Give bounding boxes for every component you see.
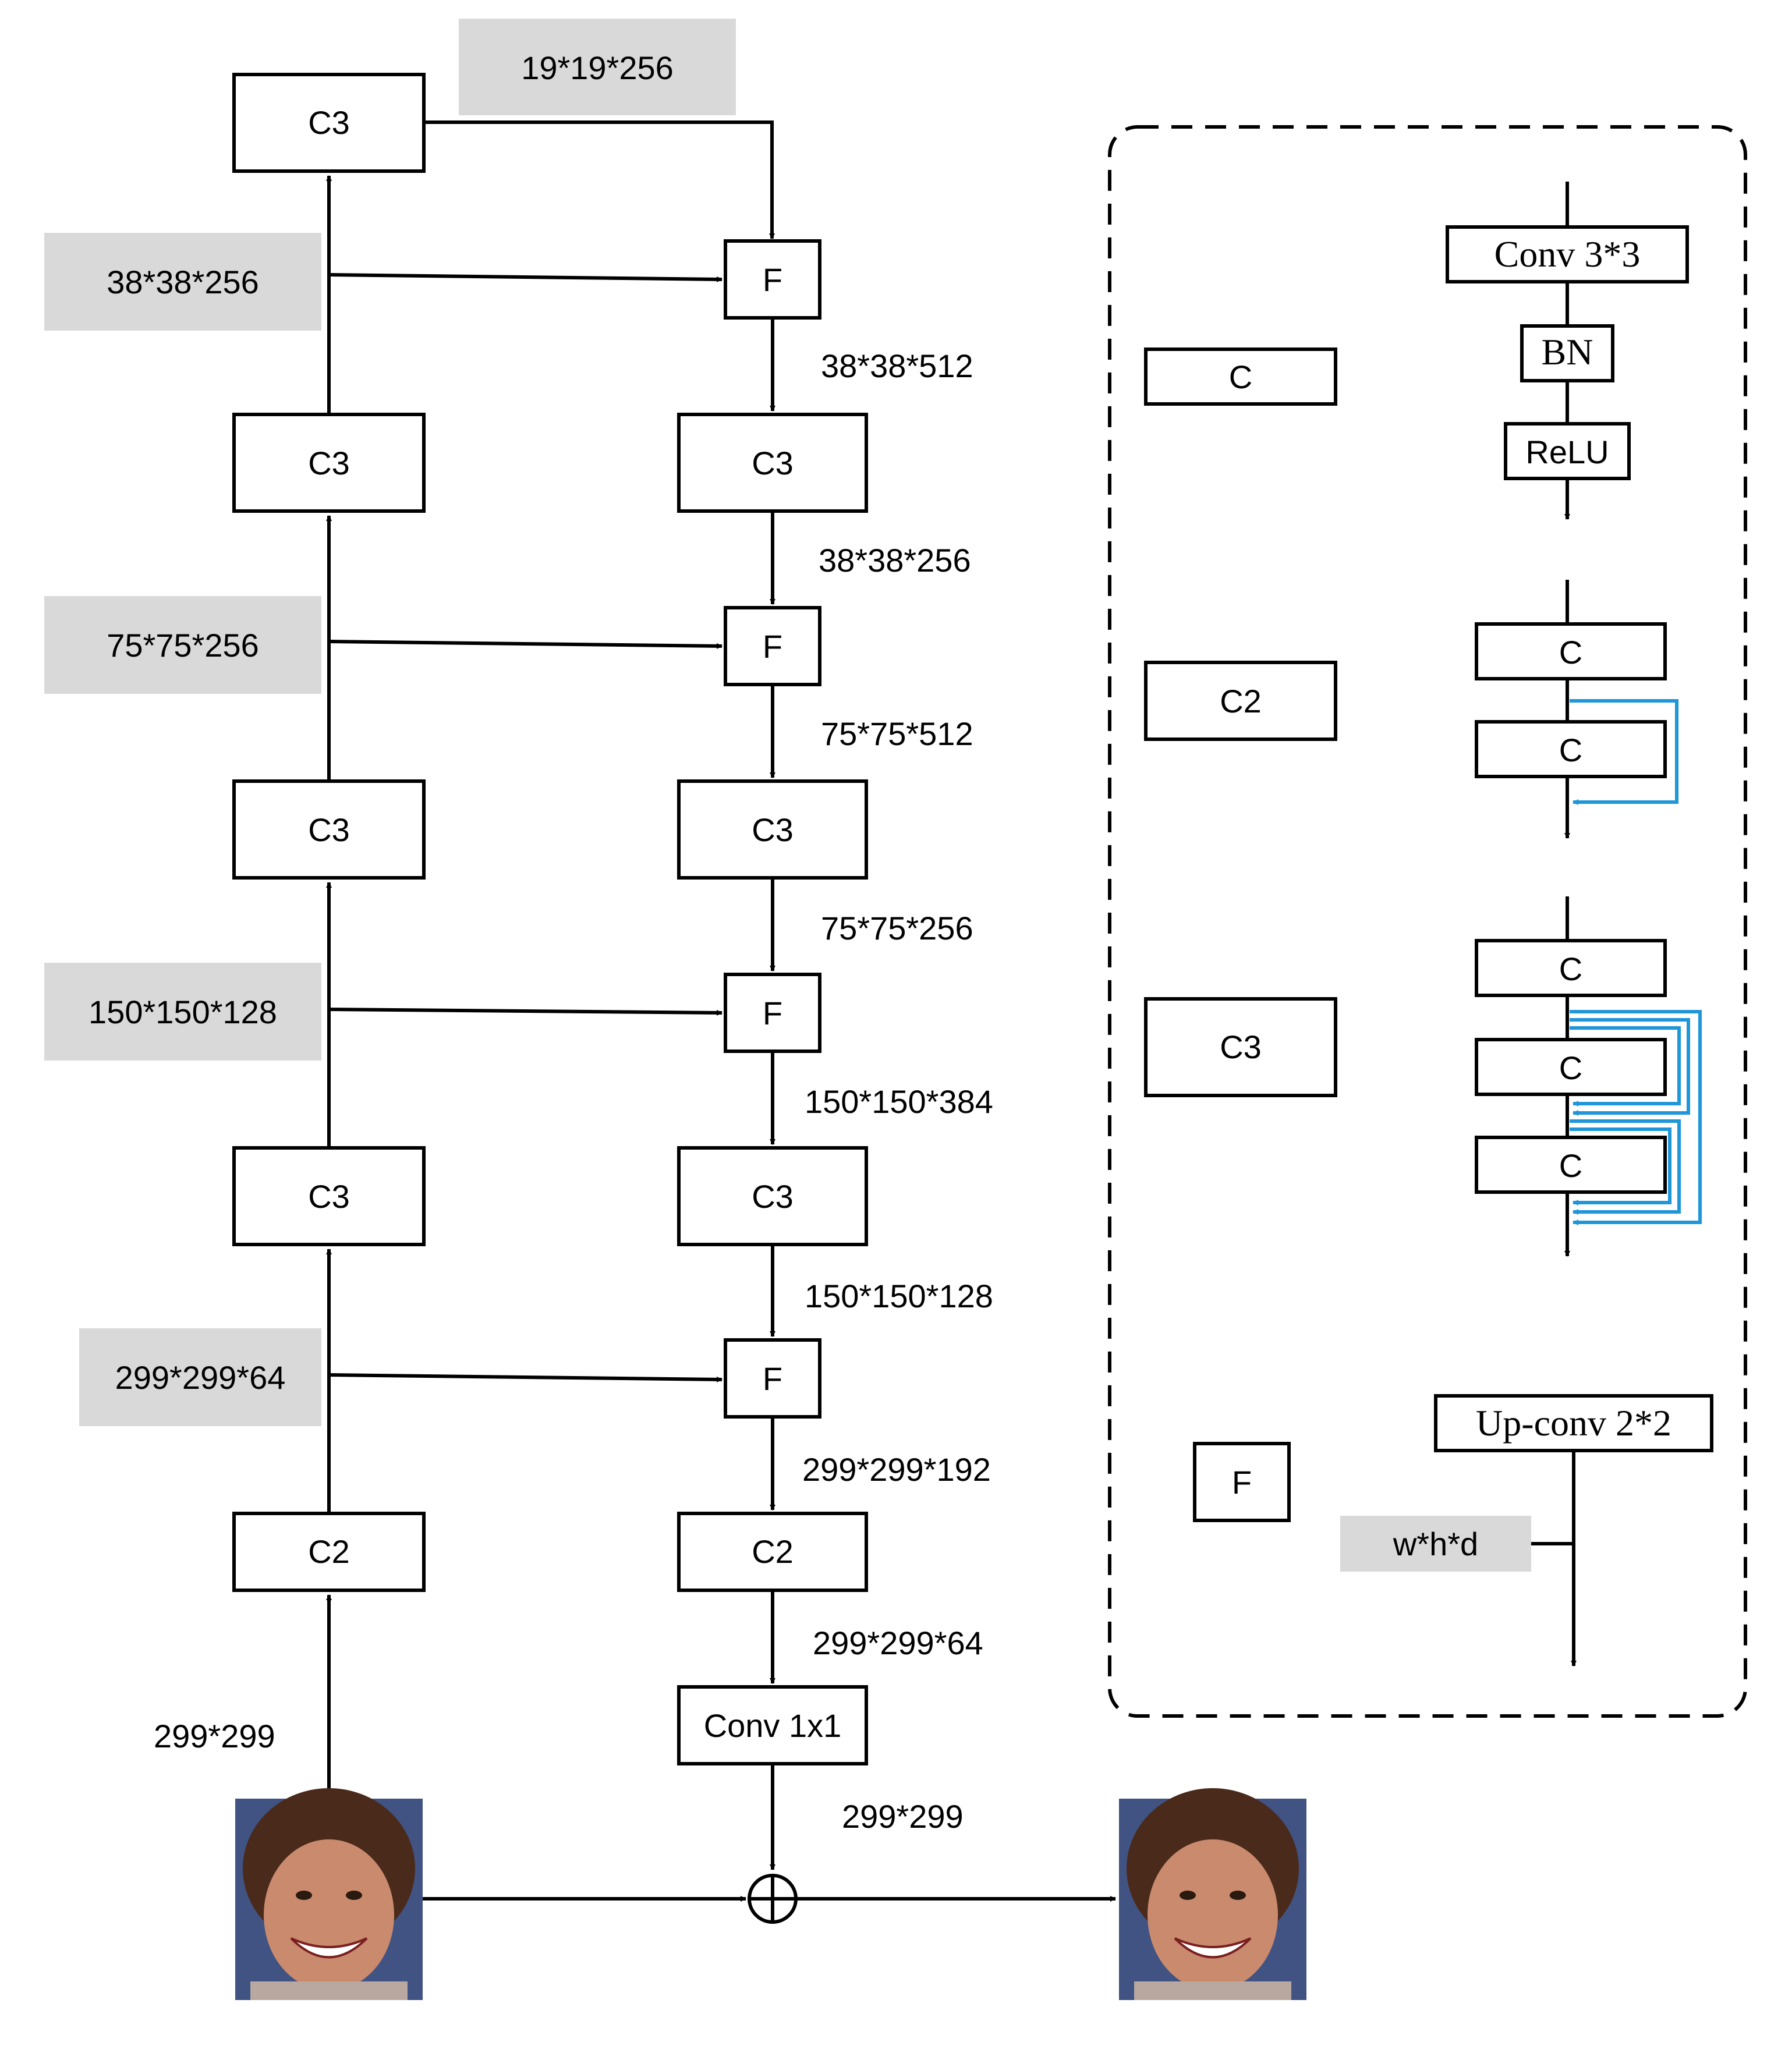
fusion-label: F — [763, 995, 782, 1031]
legend-c2-label: C2 — [1220, 683, 1262, 719]
encoder-c3-label: C3 — [308, 1178, 350, 1215]
output-face-image — [1119, 1788, 1306, 2000]
addition-node — [748, 1874, 798, 1924]
legend-c3-label: C3 — [1220, 1029, 1262, 1065]
conv1x1-block — [677, 1685, 868, 1765]
legend-panel: C Conv 3*3 BN ReLU C2 C C C3 C C C — [1108, 125, 1747, 1718]
fusion-label: F — [763, 261, 782, 298]
dim-label: 150*150*128 — [805, 1278, 993, 1314]
skip-dim-label: 299*299*64 — [115, 1359, 286, 1396]
encoder-c3-block — [232, 413, 426, 513]
c3-inner-c-block — [1475, 939, 1667, 997]
skip-dim-box — [459, 19, 736, 115]
skip-arrow — [328, 273, 723, 282]
encoder-c3-block — [232, 1146, 426, 1246]
upconv-block — [1434, 1394, 1713, 1452]
decoder-column: F C3 F C3 F C3 F C2 Conv 1x1 38*38*512 3… — [154, 239, 993, 1870]
c3-residual-arrow — [1570, 1010, 1702, 1225]
skip-arrow — [328, 1373, 723, 1382]
decoder-c2-block — [677, 1512, 868, 1592]
fusion-label: F — [763, 1360, 782, 1397]
c3-residual-arrow — [1570, 1127, 1671, 1205]
fusion-block — [724, 1338, 821, 1419]
encoder-c2-label: C2 — [308, 1533, 350, 1570]
skip-arrow — [328, 1008, 723, 1016]
c3-residual-arrow — [1570, 1119, 1681, 1215]
skip-dim-box — [44, 963, 321, 1061]
legend-c-block — [1144, 348, 1337, 406]
relu-label: ReLU — [1525, 434, 1609, 470]
fusion-block — [724, 973, 821, 1053]
c2-inner-c-label: C — [1559, 634, 1582, 671]
input-face-image — [235, 1788, 423, 2000]
legend-border — [1108, 125, 1747, 1718]
decoder-c3-label: C3 — [752, 1178, 794, 1215]
legend-f-label: F — [1232, 1464, 1252, 1501]
encoder-column: C3 C3 C3 C3 C2 — [232, 73, 426, 1799]
legend-c2-block — [1144, 661, 1337, 741]
whd-label: w*h*d — [1393, 1526, 1478, 1562]
dim-label: 75*75*512 — [821, 715, 973, 752]
dim-label: 299*299*64 — [813, 1625, 983, 1661]
decoder-c3-block — [677, 779, 868, 880]
encoder-c2-block — [232, 1512, 426, 1592]
c3-residual-arrow — [1570, 1018, 1690, 1116]
c3-inner-c-label: C — [1559, 951, 1582, 987]
skip-dim-box — [79, 1328, 321, 1426]
c2-inner-c-label: C — [1559, 732, 1582, 768]
fusion-block — [724, 239, 821, 320]
dim-label: 299*299 — [842, 1798, 964, 1835]
legend-c-label: C — [1229, 359, 1252, 395]
skip-dim-box — [44, 233, 321, 331]
encoder-c3-label: C3 — [308, 445, 350, 481]
c2-inner-c-block — [1475, 622, 1667, 680]
decoder-c3-block — [677, 413, 868, 513]
decoder-c3-label: C3 — [752, 811, 794, 848]
dim-label: 38*38*512 — [821, 348, 973, 384]
bn-label: BN — [1542, 331, 1593, 373]
skip-arrow — [424, 120, 775, 239]
skip-dim-label: 150*150*128 — [88, 994, 277, 1030]
encoder-c3-label: C3 — [308, 104, 350, 141]
c2-residual-arrow — [1570, 699, 1678, 805]
encoder-c3-block — [232, 73, 426, 173]
decoder-c3-block — [677, 1146, 868, 1246]
fusion-label: F — [763, 628, 782, 665]
skip-dim-label: 75*75*256 — [107, 627, 259, 664]
dim-label: 75*75*256 — [821, 910, 973, 946]
skip-dimension-labels: 19*19*256 38*38*256 75*75*256 150*150*12… — [44, 19, 736, 1426]
c3-inner-c-block — [1475, 1038, 1667, 1096]
c3-residual-arrow — [1570, 1026, 1681, 1107]
relu-block — [1504, 422, 1631, 480]
c3-inner-c-label: C — [1559, 1049, 1582, 1086]
dim-label: 150*150*384 — [805, 1083, 993, 1120]
input-dim-label: 299*299 — [154, 1718, 275, 1754]
fusion-block — [724, 606, 821, 686]
legend-c3-block — [1144, 997, 1337, 1097]
skip-dim-label: 38*38*256 — [107, 264, 259, 300]
conv33-label: Conv 3*3 — [1494, 233, 1641, 275]
decoder-c3-label: C3 — [752, 445, 794, 481]
decoder-c2-label: C2 — [752, 1533, 794, 1570]
c2-inner-c-block — [1475, 720, 1667, 778]
skip-arrow — [328, 640, 723, 649]
skip-dim-box — [44, 596, 321, 694]
whd-box — [1340, 1516, 1531, 1572]
upconv-label: Up-conv 2*2 — [1476, 1402, 1671, 1444]
dim-label: 299*299*192 — [802, 1451, 991, 1488]
skip-connections — [328, 120, 775, 1382]
conv1x1-label: Conv 1x1 — [704, 1707, 842, 1744]
c3-inner-c-label: C — [1559, 1147, 1582, 1184]
legend-f-block — [1193, 1442, 1291, 1522]
dim-label: 38*38*256 — [819, 542, 971, 579]
c3-inner-c-block — [1475, 1136, 1667, 1194]
encoder-c3-label: C3 — [308, 811, 350, 848]
skip-dim-label: 19*19*256 — [521, 49, 674, 86]
